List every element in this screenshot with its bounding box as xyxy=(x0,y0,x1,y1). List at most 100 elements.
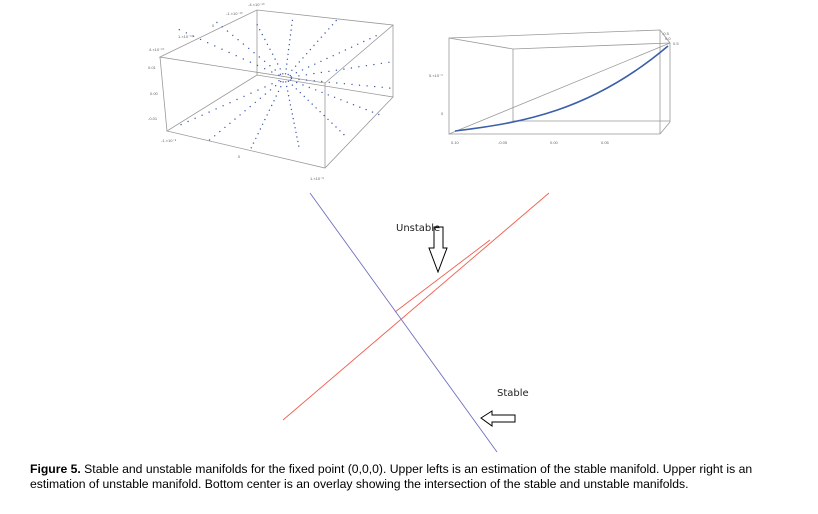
manifold-point xyxy=(269,89,272,91)
figure-caption: Figure 5. Stable and unstable manifolds … xyxy=(30,462,810,492)
manifold-point xyxy=(338,52,340,54)
manifold-point xyxy=(298,61,300,63)
manifold-point xyxy=(307,66,310,68)
manifold-point xyxy=(259,128,262,130)
manifold-point xyxy=(291,84,294,86)
manifold-point xyxy=(224,126,226,129)
manifold-point xyxy=(320,36,323,38)
manifold-point xyxy=(288,44,290,46)
manifold-point xyxy=(331,122,333,124)
manifold-point xyxy=(264,86,266,88)
manifold-point xyxy=(287,73,289,76)
tick-label: 0.05 xyxy=(601,140,610,145)
manifold-point xyxy=(258,56,260,58)
tick-label: 0 xyxy=(238,154,241,159)
manifold-point xyxy=(323,114,325,117)
manifold-point xyxy=(352,104,355,106)
box-outline xyxy=(448,29,671,135)
manifold-point xyxy=(271,71,273,73)
manifold-point xyxy=(333,96,336,99)
unstable-label: Unstable xyxy=(396,223,441,234)
manifold-point xyxy=(214,45,216,47)
manifold-point xyxy=(208,139,211,141)
manifold-point xyxy=(288,99,291,102)
manifold-point xyxy=(380,62,383,65)
manifold-point xyxy=(278,74,280,76)
stable-arrow-icon xyxy=(480,410,516,427)
manifold-point xyxy=(306,53,308,55)
tick-label: 0.00 xyxy=(150,91,159,96)
manifold-point xyxy=(381,86,383,89)
manifold-point xyxy=(335,126,337,128)
stable-manifold-3d-plot xyxy=(158,9,394,169)
manifold-point xyxy=(313,80,315,82)
manifold-point xyxy=(298,78,300,81)
manifold-point xyxy=(315,89,317,91)
manifold-point xyxy=(314,63,316,65)
manifold-point xyxy=(275,95,277,97)
manifold-point xyxy=(256,64,259,67)
figure-label: Figure 5. xyxy=(30,462,81,476)
manifold-point xyxy=(327,94,329,96)
manifold-point xyxy=(268,109,271,111)
manifold-point xyxy=(343,133,345,136)
manifold-point xyxy=(255,137,257,140)
manifold-point xyxy=(215,108,217,110)
tick-label: 0.00 xyxy=(550,140,559,145)
left-plot-ticks: -4.×10⁻¹⁰ -1.×10⁻¹⁰ 0 1.×10⁻¹⁰ 4.×10⁻¹⁰ … xyxy=(148,2,324,181)
manifold-point xyxy=(326,57,328,60)
manifold-point xyxy=(295,88,297,90)
manifold-point xyxy=(287,95,290,97)
manifold-point xyxy=(294,65,297,67)
manifold-point xyxy=(280,80,282,83)
manifold-point xyxy=(374,85,376,88)
manifold-point xyxy=(279,73,282,76)
manifold-point xyxy=(343,83,346,85)
manifold-point xyxy=(259,97,262,100)
manifold-point xyxy=(248,47,250,50)
manifold-point xyxy=(315,107,317,109)
manifold-point xyxy=(298,75,300,77)
stable-label: Stable xyxy=(497,388,529,399)
manifold-point xyxy=(216,21,218,24)
manifold-point xyxy=(277,90,280,93)
manifold-overlay xyxy=(282,192,550,453)
manifold-point xyxy=(263,60,266,62)
manifold-point xyxy=(328,81,330,84)
tick-label: 1.×10⁻⁸ xyxy=(310,176,324,181)
unstable-manifold-3d-plot xyxy=(448,29,671,135)
manifold-point xyxy=(280,86,282,88)
manifold-point xyxy=(388,61,390,63)
manifold-point xyxy=(264,68,266,70)
manifold-point xyxy=(279,68,281,70)
manifold-point xyxy=(271,53,274,55)
manifold-point xyxy=(282,73,284,75)
manifold-point xyxy=(363,40,365,43)
manifold-point xyxy=(277,63,279,65)
manifold-point xyxy=(185,32,188,34)
manifold-point xyxy=(287,80,290,83)
manifold-point xyxy=(291,69,293,72)
manifold-point xyxy=(358,66,360,68)
tick-label: 0.10 xyxy=(451,140,460,145)
manifold-point xyxy=(365,65,368,67)
manifold-point xyxy=(290,76,293,78)
tick-label: 1.×10⁻¹⁰ xyxy=(178,34,194,39)
manifold-point xyxy=(226,30,229,32)
manifold-point xyxy=(359,106,361,108)
box-top-face xyxy=(158,9,394,84)
manifold-point xyxy=(290,29,292,31)
manifold-point xyxy=(350,46,353,48)
manifold-point xyxy=(289,34,292,36)
manifold-point xyxy=(340,99,342,101)
manifold-point xyxy=(235,55,237,57)
manifold-point xyxy=(201,114,203,116)
tick-label: 5.×10⁻³ xyxy=(429,73,443,78)
manifold-point xyxy=(302,57,304,59)
manifold-point xyxy=(285,81,287,83)
manifold-point xyxy=(296,136,298,138)
manifold-point xyxy=(290,108,293,111)
manifold-point xyxy=(219,130,221,133)
tick-label: 0 xyxy=(212,23,215,28)
unstable-arrow-icon xyxy=(428,226,448,274)
